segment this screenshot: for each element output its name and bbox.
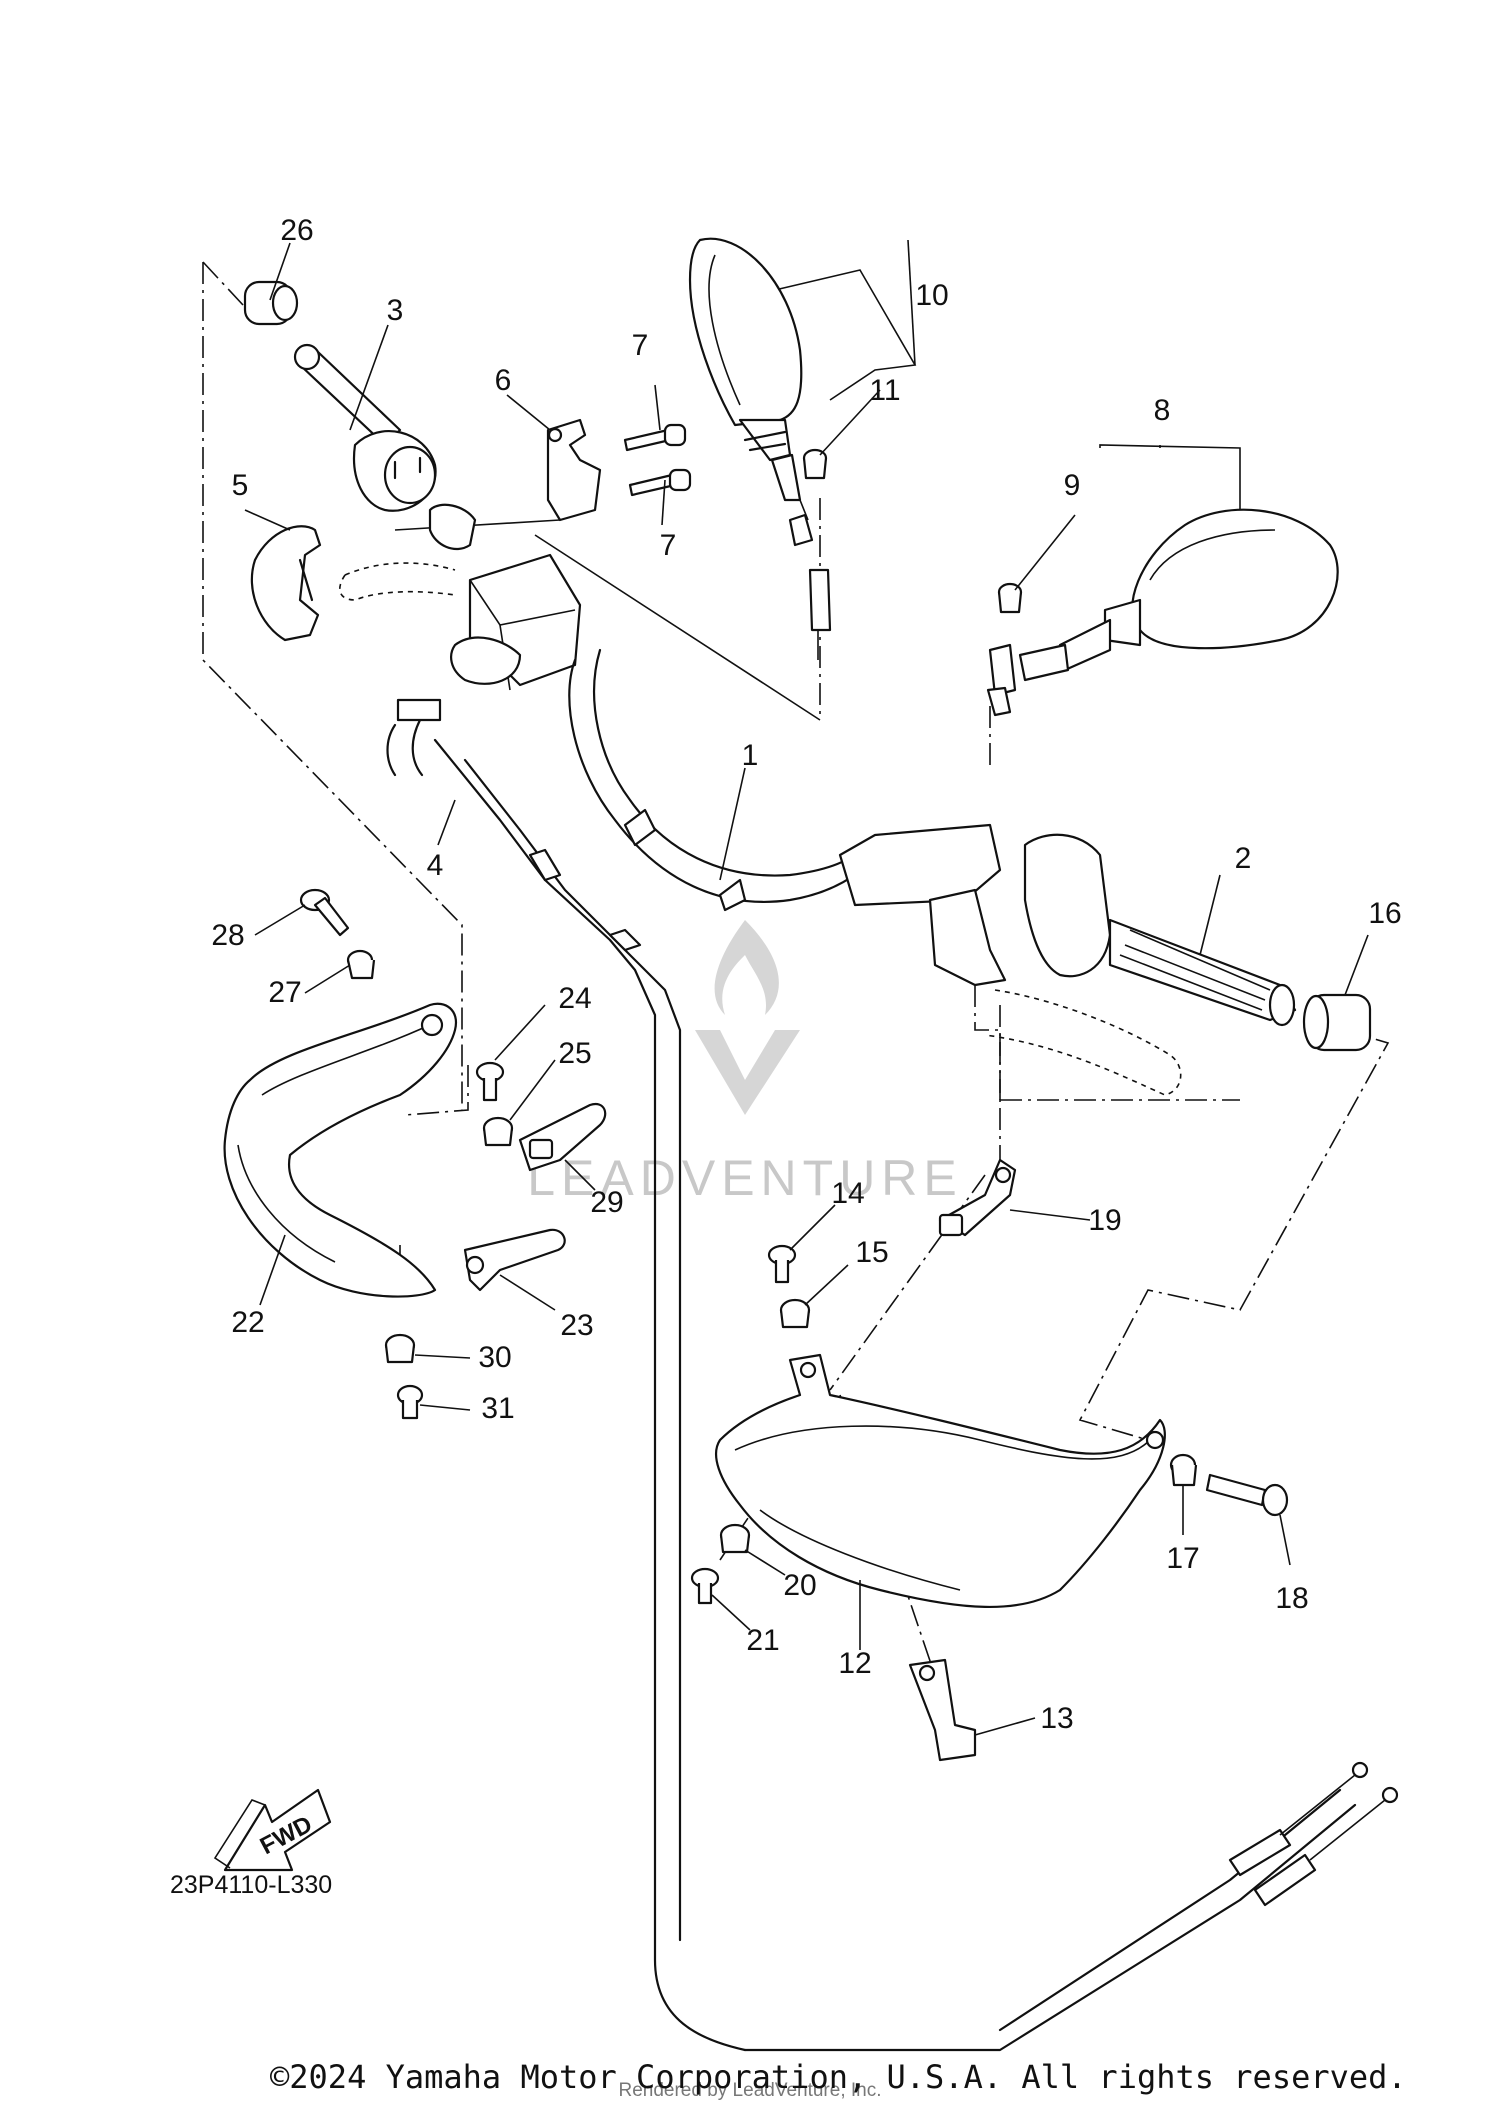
- cap-11: [802, 448, 828, 480]
- switch-housing-right: [546, 418, 602, 522]
- watermark-text: LEADVENTURE: [527, 1150, 963, 1206]
- label-part-23: 23: [560, 1309, 593, 1342]
- watermark: LEADVENTURE: [527, 920, 963, 1206]
- copyright-text: ©2024 Yamaha Motor Corporation, U.S.A. A…: [270, 2058, 1407, 2096]
- grip-end-left: [243, 280, 299, 326]
- handguard-right: [715, 1353, 1166, 1608]
- label-part-4: 4: [427, 849, 444, 882]
- handguard-left: [223, 1002, 458, 1298]
- label-part-2: 2: [1235, 842, 1252, 875]
- screw-31: [396, 1384, 424, 1420]
- bracket-19: [938, 1158, 1017, 1237]
- label-part-16: 16: [1368, 897, 1401, 930]
- label-part-6: 6: [495, 364, 512, 397]
- label-part-8: 8: [1154, 394, 1171, 427]
- label-part-11: 11: [869, 374, 900, 407]
- label-part-1: 1: [742, 739, 759, 772]
- handlebar: [568, 648, 882, 912]
- bolt-18: [1205, 1473, 1289, 1517]
- label-part-10: 10: [915, 279, 948, 312]
- label-part-15: 15: [855, 1236, 888, 1269]
- screw-24: [475, 1061, 505, 1102]
- mirror-left: [688, 237, 832, 660]
- grip-clamp-line: [394, 519, 561, 531]
- screws-7: [623, 423, 692, 497]
- label-part-7a: 7: [632, 329, 649, 362]
- mirror-right: [986, 508, 1339, 717]
- label-part-14: 14: [831, 1177, 864, 1210]
- mirror-right-bracket: [1099, 444, 1241, 520]
- washer-17: [1169, 1453, 1198, 1487]
- label-part-17: 17: [1166, 1542, 1199, 1575]
- label-part-19: 19: [1088, 1204, 1121, 1237]
- label-part-9: 9: [1064, 469, 1081, 502]
- label-part-5: 5: [232, 469, 249, 502]
- leader-lines: [244, 239, 1369, 1736]
- lever-right: [984, 989, 1182, 1096]
- throttle-grip: [293, 343, 437, 512]
- label-part-21: 21: [746, 1624, 779, 1657]
- washer-15: [779, 1298, 811, 1329]
- switch-housing-and-grip-right: [838, 823, 1297, 1027]
- bracket-23: [463, 1228, 566, 1292]
- washer-20: [719, 1523, 751, 1554]
- label-part-25: 25: [558, 1037, 591, 1070]
- washer-25: [482, 1116, 514, 1147]
- switch-housing-left: [250, 525, 322, 642]
- fwd-arrow: FWD: [213, 1788, 332, 1872]
- label-part-18: 18: [1275, 1582, 1308, 1615]
- screw-14: [767, 1244, 797, 1284]
- label-part-7b: 7: [660, 529, 677, 562]
- clamp-mirror-line: [534, 534, 821, 721]
- grip-end-right: [1302, 993, 1372, 1052]
- rendered-by-text: Rendered by LeadVenture, Inc.: [618, 2080, 882, 2101]
- bracket-29: [518, 1102, 607, 1172]
- label-part-13: 13: [1040, 1702, 1073, 1735]
- throttle-housing: [428, 503, 582, 691]
- label-part-30: 30: [478, 1341, 511, 1374]
- bracket-13: [908, 1658, 977, 1762]
- label-part-29: 29: [590, 1186, 623, 1219]
- label-part-3: 3: [387, 294, 404, 327]
- washer-27: [346, 949, 376, 980]
- cap-9: [997, 582, 1023, 614]
- label-part-24: 24: [558, 982, 591, 1015]
- label-part-20: 20: [783, 1569, 816, 1602]
- label-part-26: 26: [280, 214, 313, 247]
- label-part-12: 12: [838, 1647, 871, 1680]
- lever-left: [339, 562, 456, 601]
- screw-21: [690, 1567, 720, 1605]
- bolt-28: [299, 888, 350, 937]
- washer-30: [384, 1333, 416, 1364]
- label-part-31: 31: [481, 1392, 514, 1425]
- throttle-cable: [386, 698, 1399, 2052]
- part-labels: 26 3 6 7 7 10 11 8 9 5 1 2 16 4 28 27 24…: [211, 214, 1401, 1735]
- label-part-28: 28: [211, 919, 244, 952]
- label-part-27: 27: [268, 976, 301, 1009]
- diagram-code: 23P4110-L330: [170, 1871, 332, 1899]
- label-part-22: 22: [231, 1306, 264, 1339]
